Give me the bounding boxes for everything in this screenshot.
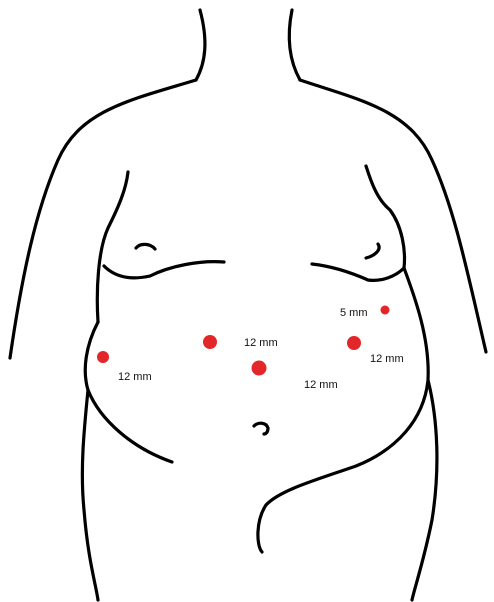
pubic-curve-line — [258, 505, 266, 552]
left-flank-line — [85, 322, 172, 462]
port-dot-12mm-left — [97, 351, 109, 363]
torso-outline — [10, 10, 486, 600]
port-label-12mm-left: 12 mm — [118, 371, 152, 383]
left-inframammary-line — [150, 262, 224, 276]
port-label-12mm-center: 12 mm — [304, 379, 338, 391]
neck-left-line — [196, 10, 205, 80]
neck-right-line — [289, 10, 300, 80]
right-flank-line — [266, 268, 428, 505]
port-labels: 5 mm 12 mm 12 mm 12 mm 12 mm — [118, 307, 404, 391]
port-label-12mm-right: 12 mm — [370, 353, 404, 365]
left-shoulder-arm-line — [10, 80, 196, 358]
left-hip-line — [82, 390, 98, 600]
right-inframammary-line — [312, 264, 404, 280]
left-breast-fold-line — [104, 266, 150, 278]
port-dot-12mm-right — [347, 336, 361, 350]
right-breast-curl — [366, 244, 379, 258]
port-label-12mm-upper-center: 12 mm — [244, 337, 278, 349]
right-hip-line — [412, 380, 437, 600]
right-inner-arm-line — [366, 166, 404, 268]
navel-mark — [254, 423, 268, 434]
port-dot-12mm-upper-center — [203, 335, 217, 349]
port-label-5mm: 5 mm — [340, 307, 368, 319]
left-inner-arm-line — [97, 172, 128, 322]
port-dot-12mm-center — [252, 361, 267, 376]
port-dot-5mm-upper-right — [381, 306, 390, 315]
left-breast-curl — [136, 244, 155, 249]
